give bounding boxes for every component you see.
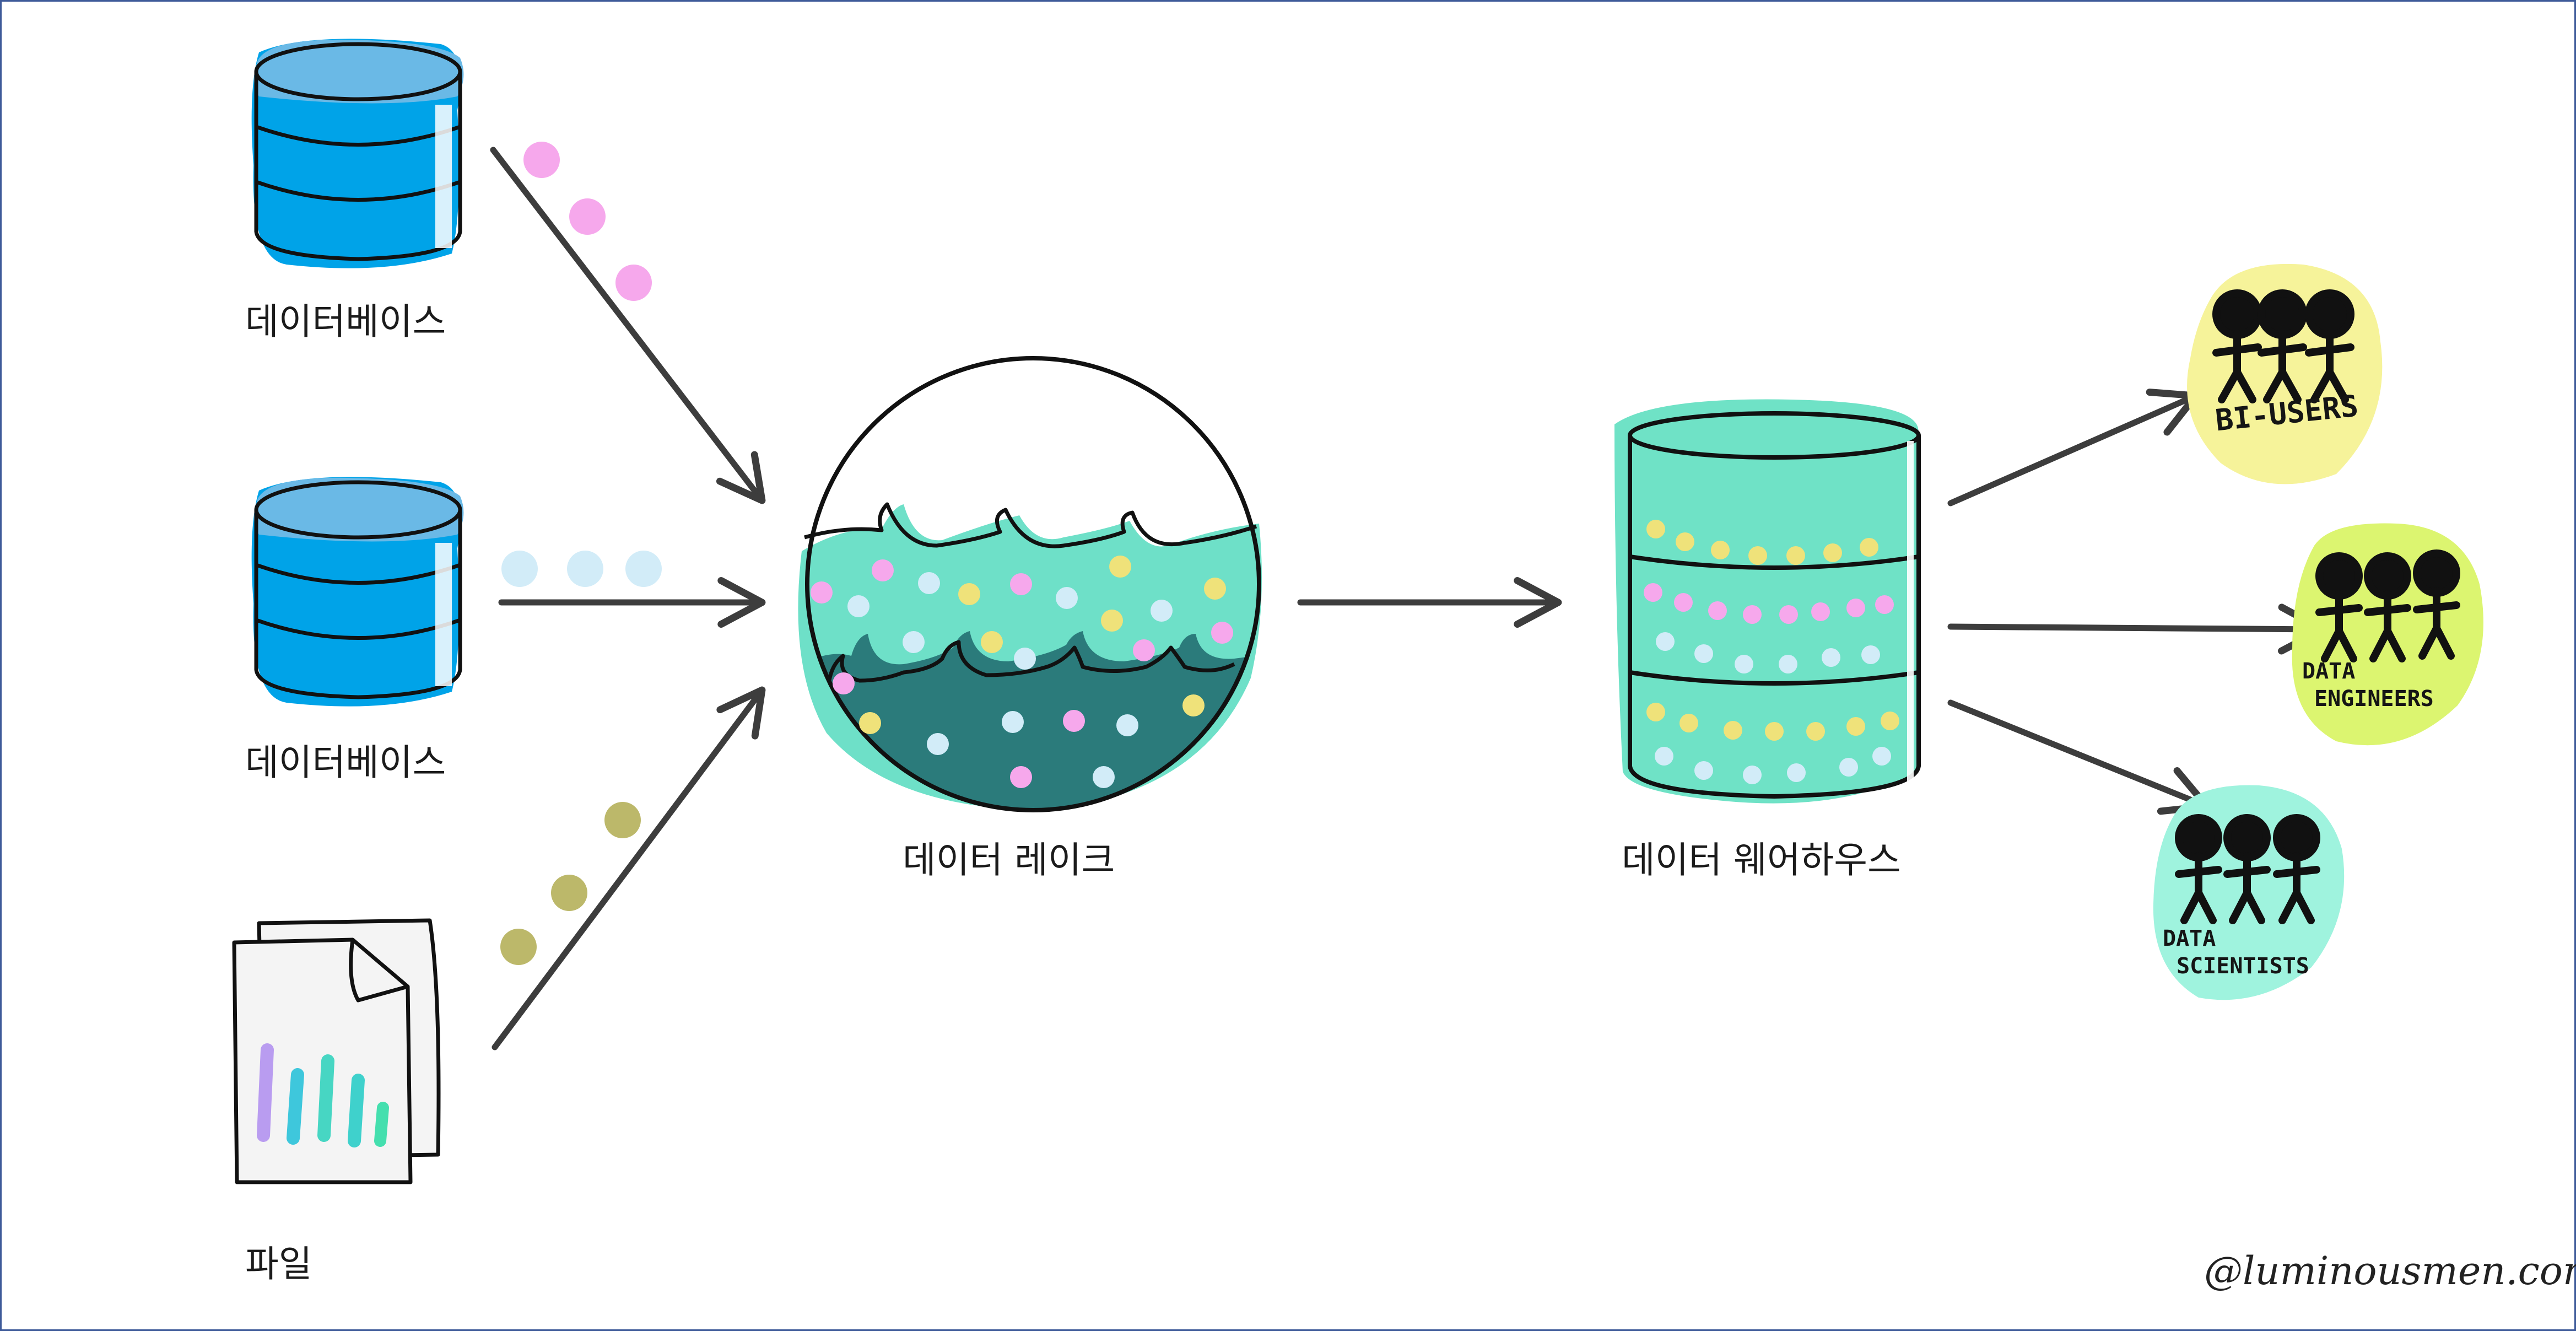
flow-arrows-consumers (1947, 389, 2326, 815)
data-dots-file (500, 802, 641, 965)
flow-arrows-sources (490, 147, 766, 1050)
db2-label: 데이터베이스 (245, 741, 446, 784)
database-icon (251, 39, 464, 268)
warehouse-dots-row4 (1646, 703, 1899, 741)
warehouse-dots-row1 (1646, 520, 1878, 565)
data-warehouse-label: 데이터 웨어하우스 (1622, 839, 1901, 881)
data-dots-db1 (523, 142, 652, 301)
warehouse-dots-row2 (1644, 583, 1894, 624)
db1-label: 데이터베이스 (245, 300, 446, 343)
document-chart-icon (232, 918, 441, 1184)
lake-circle-icon (798, 356, 1262, 812)
arrow-to-bi-users (1947, 389, 2200, 506)
data-engineers-label-line1: DATA (2302, 659, 2356, 684)
people-icon (2315, 549, 2460, 662)
database-icon (251, 477, 464, 707)
data-scientists-label-line1: DATA (2163, 926, 2216, 951)
arrow-file-to-lake (492, 686, 766, 1050)
data-lake-label: 데이터 레이크 (903, 839, 1115, 881)
arrow-db1-to-lake (490, 147, 766, 504)
credit-signature: @luminousmen.com (2204, 1248, 2576, 1294)
data-dots-db2 (501, 551, 662, 587)
people-icon (2175, 814, 2320, 924)
arrow-to-data-scientists (1947, 699, 2211, 815)
warehouse-cylinder-icon (1614, 399, 1921, 804)
arrow-to-data-engineers (1947, 603, 2326, 655)
warehouse-dots-row3 (1656, 632, 1880, 673)
data-engineers-label-line2: ENGINEERS (2314, 686, 2434, 712)
data-scientists-label-line2: SCIENTISTS (2177, 953, 2309, 979)
people-icon (2212, 289, 2354, 403)
warehouse-dots-row5 (1655, 747, 1891, 784)
file-label: 파일 (245, 1243, 312, 1285)
lake-dots (811, 556, 1233, 788)
